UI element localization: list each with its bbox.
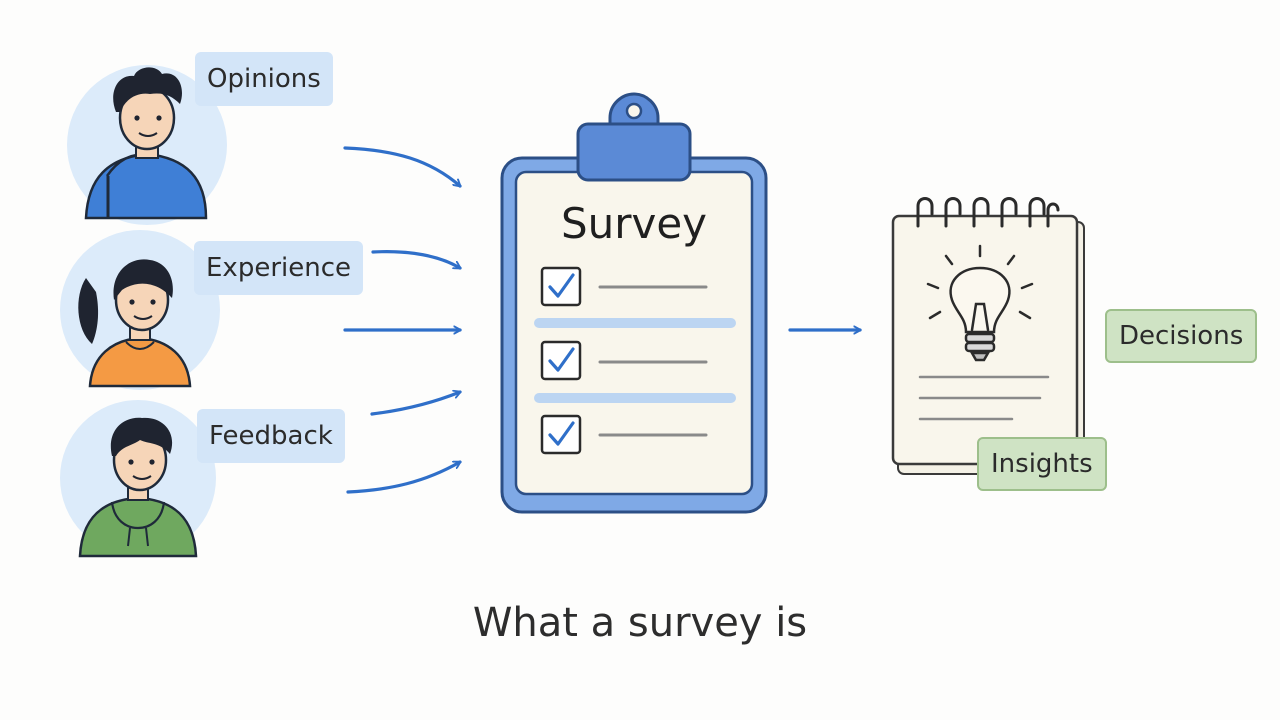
person-avatar-feedback	[60, 400, 216, 558]
notepad-lines	[918, 375, 1050, 421]
input-arrows	[343, 146, 462, 494]
arrow-icon	[371, 250, 462, 270]
checkbox-icon	[540, 340, 582, 381]
tag-decisions: Decisions	[1105, 309, 1258, 363]
checkbox-icon	[540, 266, 582, 307]
checkbox-icon	[540, 414, 582, 455]
arrow-icon	[346, 460, 462, 494]
tag-insights: Insights	[977, 437, 1107, 491]
spiral-rings	[916, 197, 1060, 228]
lightbulb-icon	[926, 244, 1034, 362]
notepad-icon	[891, 197, 1085, 475]
checklist	[540, 266, 708, 455]
person-avatar-experience	[60, 230, 220, 390]
diagram-caption: What a survey is	[472, 600, 808, 646]
arrow-icon	[343, 146, 462, 188]
tag-feedback: Feedback	[197, 409, 345, 463]
tag-opinions: Opinions	[195, 52, 333, 106]
tag-experience: Experience	[194, 241, 363, 295]
arrow-icon	[370, 392, 460, 416]
survey-title: Survey	[561, 199, 707, 248]
person-avatar-opinions	[67, 65, 227, 225]
